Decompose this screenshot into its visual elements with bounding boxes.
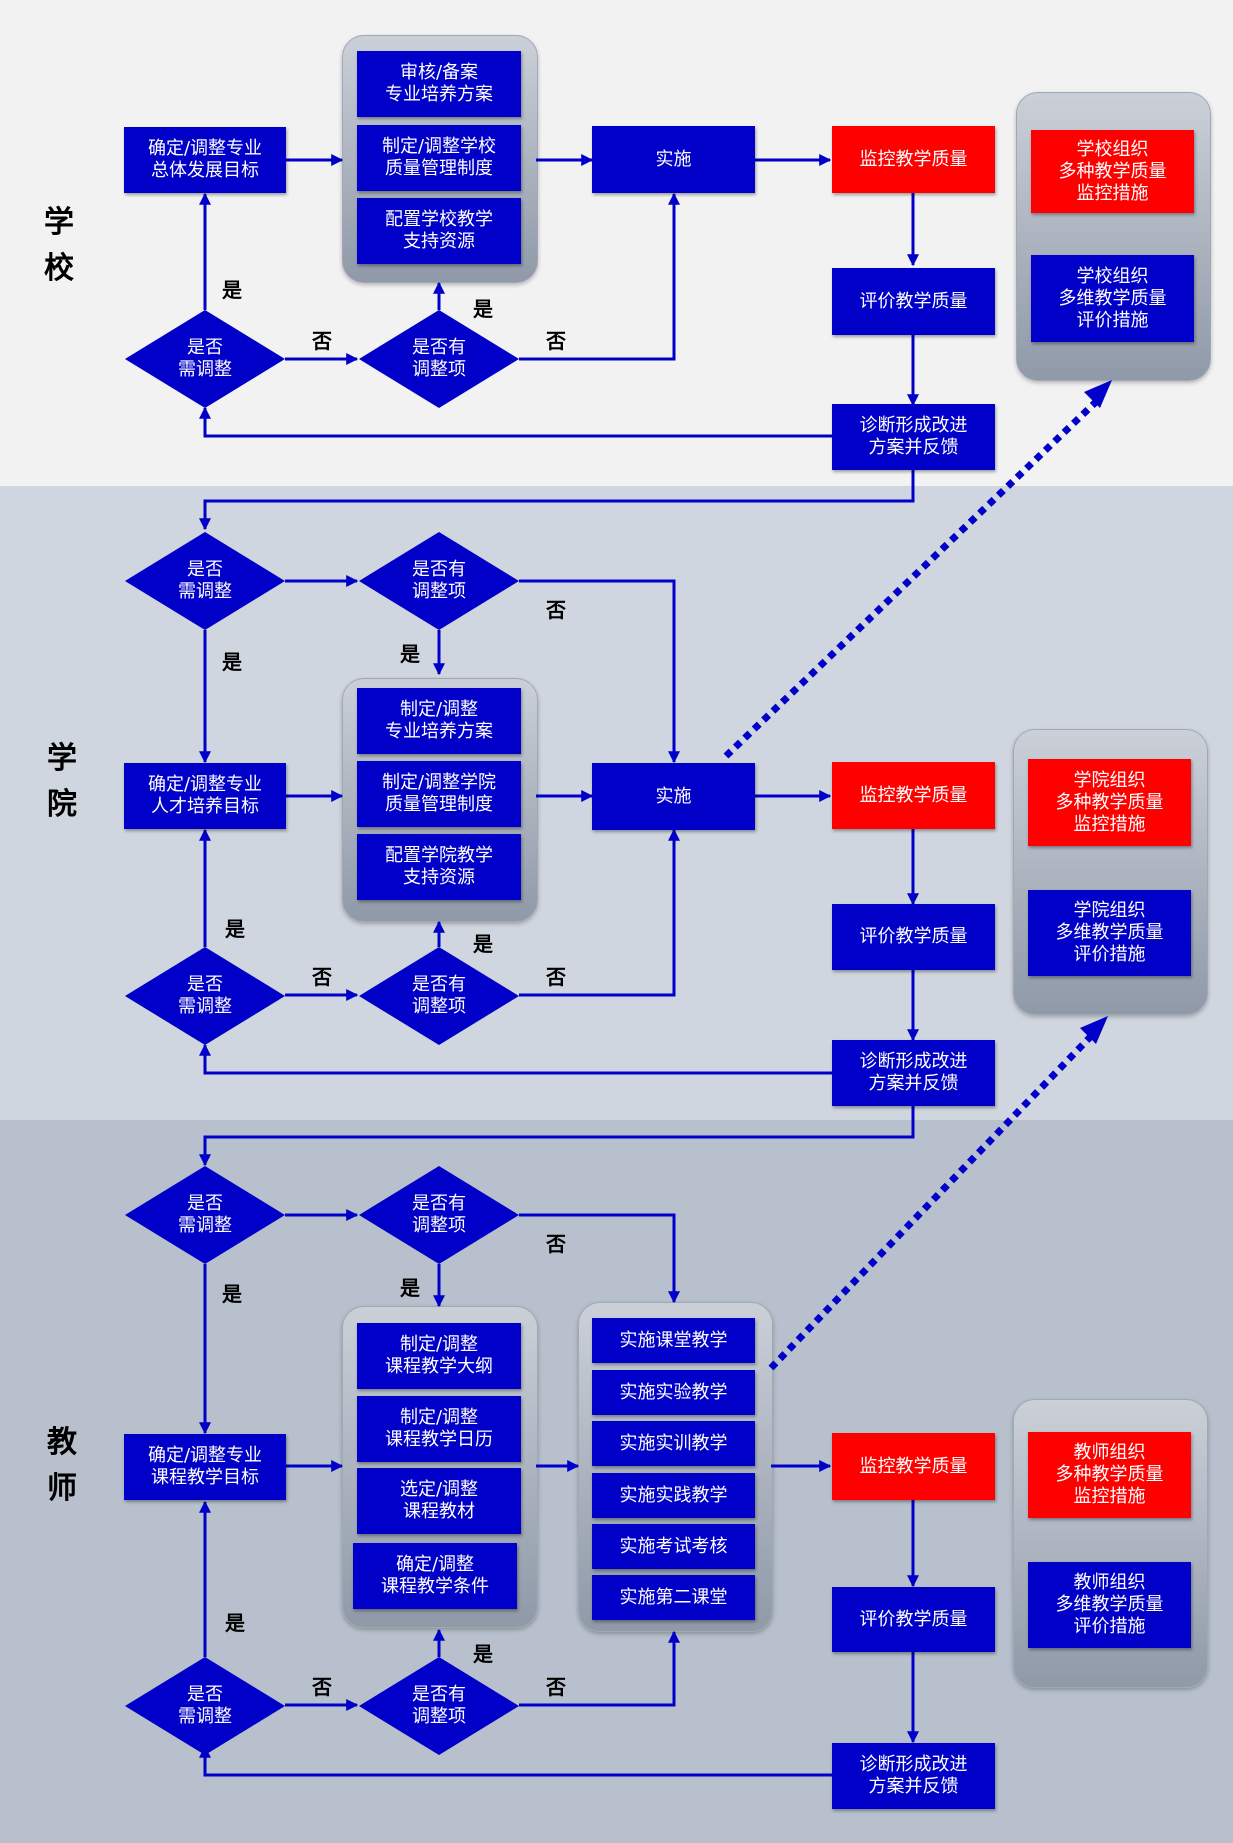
college-top-decision-items bbox=[359, 532, 519, 630]
teacher-implement-item-6: 实施第二课堂 bbox=[592, 1575, 755, 1620]
teacher-bottom-decision-adjust bbox=[125, 1657, 285, 1755]
teacher-monitor-box: 监控教学质量 bbox=[832, 1433, 995, 1500]
college-policy-item-2: 制定/调整学院 质量管理制度 bbox=[357, 761, 521, 827]
teacher-bottom-decision-items bbox=[359, 1657, 519, 1755]
school-goal-box: 确定/调整专业 总体发展目标 bbox=[124, 127, 286, 193]
yes-label: 是 bbox=[473, 932, 493, 956]
college-policy-item-3: 配置学院教学 支持资源 bbox=[357, 834, 521, 900]
yes-label: 是 bbox=[225, 917, 245, 941]
teacher-top-adjust-text: 是否 需调整 bbox=[178, 1193, 232, 1236]
college-evaluate-box: 评价教学质量 bbox=[832, 904, 995, 970]
no-label: 否 bbox=[546, 965, 566, 989]
teacher-policy-item-1: 制定/调整 课程教学大纲 bbox=[357, 1323, 521, 1389]
no-label: 否 bbox=[546, 329, 566, 353]
teacher-org-eval-box: 教师组织 多维教学质量 评价措施 bbox=[1028, 1562, 1191, 1648]
teacher-top-decision-adjust bbox=[125, 1166, 285, 1264]
school-decision-adjust-text: 是否 需调整 bbox=[178, 337, 232, 380]
school-decision-adjust bbox=[125, 310, 285, 408]
yes-label: 是 bbox=[222, 650, 242, 674]
college-label: 学 院 bbox=[47, 741, 77, 822]
teacher-bottom-items-text: 是否有 调整项 bbox=[412, 1684, 466, 1727]
college-bottom-adjust-text: 是否 需调整 bbox=[178, 974, 232, 1017]
teacher-policy-item-4: 确定/调整 课程教学条件 bbox=[353, 1543, 517, 1609]
teacher-policy-item-2: 制定/调整 课程教学日历 bbox=[357, 1396, 521, 1462]
teacher-implement-item-4: 实施实践教学 bbox=[592, 1473, 755, 1518]
college-diagnose-box: 诊断形成改进 方案并反馈 bbox=[832, 1040, 995, 1106]
college-top-decision-adjust bbox=[125, 532, 285, 630]
school-decision-items-text: 是否有 调整项 bbox=[412, 337, 466, 380]
teacher-goal-box: 确定/调整专业 课程教学目标 bbox=[124, 1434, 286, 1500]
school-decision-items bbox=[359, 310, 519, 408]
no-label: 否 bbox=[312, 965, 332, 989]
college-top-adjust-text: 是否 需调整 bbox=[178, 559, 232, 602]
school-policy-item-2: 制定/调整学校 质量管理制度 bbox=[357, 125, 521, 191]
teacher-implement-item-2: 实施实验教学 bbox=[592, 1370, 755, 1415]
teacher-evaluate-box: 评价教学质量 bbox=[832, 1587, 995, 1652]
teacher-implement-item-5: 实施考试考核 bbox=[592, 1524, 755, 1569]
teacher-label: 教 师 bbox=[47, 1425, 77, 1506]
school-monitor-box: 监控教学质量 bbox=[832, 126, 995, 193]
yes-label: 是 bbox=[225, 1611, 245, 1635]
no-label: 否 bbox=[546, 1232, 566, 1256]
yes-label: 是 bbox=[400, 1276, 420, 1300]
school-implement-box: 实施 bbox=[592, 126, 755, 193]
college-bottom-decision-items bbox=[359, 947, 519, 1045]
yes-label: 是 bbox=[222, 1282, 242, 1306]
college-monitor-box: 监控教学质量 bbox=[832, 762, 995, 829]
college-policy-item-1: 制定/调整 专业培养方案 bbox=[357, 688, 521, 754]
teacher-diagnose-box: 诊断形成改进 方案并反馈 bbox=[832, 1743, 995, 1809]
no-label: 否 bbox=[312, 1675, 332, 1699]
yes-label: 是 bbox=[473, 1642, 493, 1666]
school-org-monitor-box: 学校组织 多种教学质量 监控措施 bbox=[1031, 130, 1194, 213]
school-evaluate-box: 评价教学质量 bbox=[832, 268, 995, 335]
school-diagnose-box: 诊断形成改进 方案并反馈 bbox=[832, 404, 995, 470]
teacher-org-monitor-box: 教师组织 多种教学质量 监控措施 bbox=[1028, 1432, 1191, 1518]
college-bottom-items-text: 是否有 调整项 bbox=[412, 974, 466, 1017]
no-label: 否 bbox=[546, 598, 566, 622]
school-label: 学 校 bbox=[44, 205, 74, 286]
teacher-implement-item-3: 实施实训教学 bbox=[592, 1421, 755, 1466]
yes-label: 是 bbox=[400, 642, 420, 666]
teacher-policy-item-3: 选定/调整 课程教材 bbox=[357, 1468, 521, 1534]
college-implement-box: 实施 bbox=[592, 763, 755, 830]
no-label: 否 bbox=[312, 329, 332, 353]
teacher-bottom-adjust-text: 是否 需调整 bbox=[178, 1684, 232, 1727]
yes-label: 是 bbox=[473, 297, 493, 321]
college-bottom-decision-adjust bbox=[125, 947, 285, 1045]
yes-label: 是 bbox=[222, 278, 242, 302]
school-org-eval-box: 学校组织 多维教学质量 评价措施 bbox=[1031, 255, 1194, 342]
school-policy-item-3: 配置学校教学 支持资源 bbox=[357, 198, 521, 264]
no-label: 否 bbox=[546, 1675, 566, 1699]
teacher-top-decision-items bbox=[359, 1166, 519, 1264]
college-org-eval-box: 学院组织 多维教学质量 评价措施 bbox=[1028, 890, 1191, 976]
college-org-monitor-box: 学院组织 多种教学质量 监控措施 bbox=[1028, 759, 1191, 846]
college-goal-box: 确定/调整专业 人才培养目标 bbox=[124, 763, 286, 829]
school-policy-item-1: 审核/备案 专业培养方案 bbox=[357, 51, 521, 117]
teacher-top-items-text: 是否有 调整项 bbox=[412, 1193, 466, 1236]
college-top-items-text: 是否有 调整项 bbox=[412, 559, 466, 602]
teacher-implement-item-1: 实施课堂教学 bbox=[592, 1318, 755, 1363]
